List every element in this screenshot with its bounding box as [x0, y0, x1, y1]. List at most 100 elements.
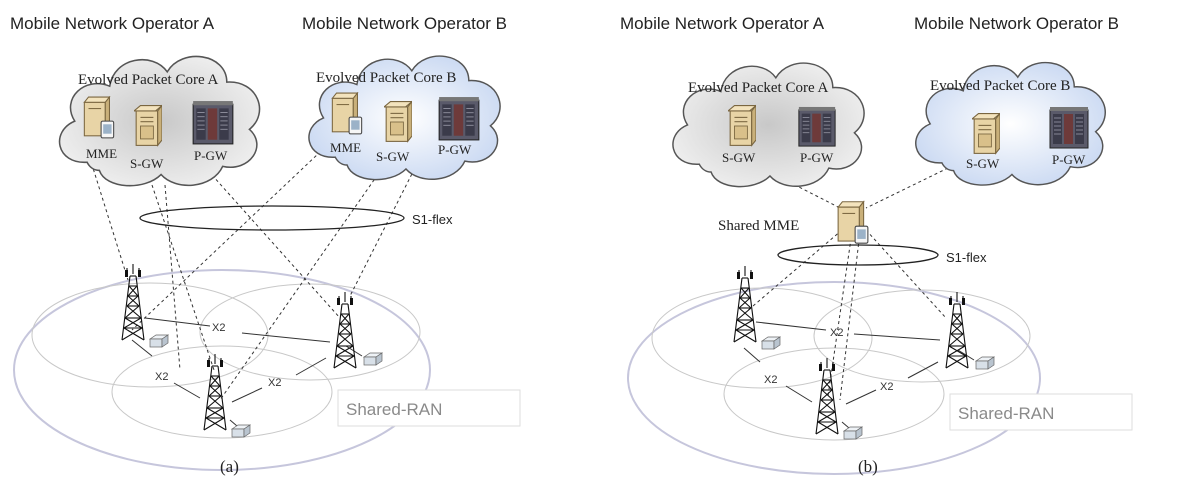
s1-link: [865, 229, 947, 319]
evolved-packet-core-b: Evolved Packet Core B MME S-GW P-GW: [308, 55, 501, 181]
shared-mme: Shared MME: [718, 201, 869, 244]
user-equipment-icon: [149, 334, 169, 348]
pgw-label: P-GW: [194, 148, 228, 163]
evolved-packet-core-a: Evolved Packet Core A MME S-GW P-GW: [58, 55, 261, 187]
s1-link: [745, 229, 843, 313]
cell-tower-icon: [121, 263, 145, 341]
core-a-title: Evolved Packet Core A: [78, 72, 219, 88]
s1-flex-label: S1-flex: [946, 250, 987, 265]
evolved-packet-core-b: Evolved Packet Core B S-GW P-GW: [915, 61, 1106, 186]
ran-outer-ellipse: [13, 269, 431, 471]
shared-ran-label-box: [949, 393, 1133, 431]
x2-link: [743, 347, 761, 363]
s1-flex-ring: [777, 244, 939, 266]
cell-ellipse: [111, 345, 333, 439]
operator-b-title: Mobile Network Operator B: [914, 14, 1119, 33]
cell-ellipse: [651, 287, 873, 389]
x2-label: X2: [212, 322, 225, 334]
mme-label: MME: [330, 140, 361, 155]
user-equipment-icon: [975, 356, 995, 370]
core-a-title: Evolved Packet Core A: [688, 80, 829, 96]
evolved-packet-core-a: Evolved Packet Core A S-GW P-GW: [672, 62, 865, 188]
x2-label: X2: [268, 377, 281, 389]
core-b-title: Evolved Packet Core B: [316, 70, 456, 86]
cell-tower-icon: [945, 291, 969, 369]
panel-b: Mobile Network Operator A Mobile Network…: [620, 14, 1133, 476]
sgw-label: S-GW: [376, 149, 410, 164]
sgw-label: S-GW: [130, 156, 164, 171]
x2-link: [241, 332, 331, 343]
s1-link: [839, 231, 861, 401]
pgw-rack-icon: [1049, 106, 1089, 149]
x2-link: [131, 339, 153, 357]
sgw-server-icon: [384, 100, 412, 142]
user-equipment-icon: [231, 424, 251, 438]
x2-link: [785, 385, 813, 403]
user-equipment-icon: [843, 426, 863, 440]
x2-link: [173, 382, 201, 399]
shared-ran-area: Shared-RAN: [13, 269, 521, 471]
shared-ran-label: Shared-RAN: [346, 400, 442, 419]
sgw-label: S-GW: [722, 150, 756, 165]
caption-b: (b): [858, 457, 878, 476]
ran-outer-ellipse: [627, 281, 1041, 475]
s1-link: [219, 159, 389, 401]
pgw-rack-icon: [438, 96, 480, 141]
shared-ran-label-box: [337, 389, 521, 427]
sgw-server-icon: [134, 104, 162, 146]
x2-link: [144, 317, 211, 327]
shared-mme-label: Shared MME: [718, 218, 799, 234]
x2-link: [295, 357, 327, 376]
cell-tower-icon: [733, 265, 757, 343]
s1-link: [211, 174, 341, 319]
cell-ellipse: [31, 282, 269, 388]
shared-mme-server-icon: [837, 201, 869, 244]
pgw-label: P-GW: [800, 150, 834, 165]
s1-flex-label: S1-flex: [412, 212, 453, 227]
x2-label: X2: [830, 327, 843, 339]
operator-b-title: Mobile Network Operator B: [302, 14, 507, 33]
cell-tower-icon: [333, 291, 357, 369]
cell-ellipse: [723, 347, 945, 441]
s1-link: [164, 184, 181, 371]
panel-a: Mobile Network Operator A Mobile Network…: [10, 14, 521, 476]
cell-tower-icon: [203, 353, 227, 431]
core-b-title: Evolved Packet Core B: [930, 78, 1070, 94]
cell-ellipse: [813, 289, 1031, 383]
x2-label: X2: [880, 381, 893, 393]
s1-link: [865, 167, 949, 209]
sgw-server-icon: [972, 112, 1000, 154]
s1-flex-ring: [139, 205, 405, 231]
operator-a-title: Mobile Network Operator A: [10, 14, 215, 33]
mme-label: MME: [86, 146, 117, 161]
pgw-label: P-GW: [438, 142, 472, 157]
cell-tower-icon: [815, 357, 839, 435]
s1-link: [87, 151, 129, 281]
x2-links: X2 X2 X2: [743, 321, 975, 435]
s1-link: [131, 134, 339, 331]
x2-label: X2: [764, 374, 777, 386]
shared-ran-area: Shared-RAN: [627, 281, 1133, 475]
pgw-rack-icon: [192, 100, 234, 145]
user-equipment-icon: [363, 352, 383, 366]
caption-a: (a): [220, 457, 239, 476]
mme-server-icon: [83, 96, 115, 139]
x2-links: X2 X2 X2: [131, 317, 363, 433]
s1-connections: [87, 134, 421, 401]
x2-link: [853, 333, 941, 341]
pgw-label: P-GW: [1052, 152, 1086, 167]
s1-link: [349, 157, 421, 297]
pgw-rack-icon: [798, 106, 836, 147]
x2-label: X2: [155, 371, 168, 383]
sgw-server-icon: [728, 104, 756, 146]
x2-link: [755, 321, 827, 331]
user-equipment-icon: [761, 336, 781, 350]
s1-link: [151, 184, 215, 371]
s1-link: [827, 231, 853, 397]
x2-link: [845, 389, 877, 405]
shared-ran-label: Shared-RAN: [958, 404, 1054, 423]
sgw-label: S-GW: [966, 156, 1000, 171]
x2-link: [907, 361, 939, 379]
operator-a-title: Mobile Network Operator A: [620, 14, 825, 33]
